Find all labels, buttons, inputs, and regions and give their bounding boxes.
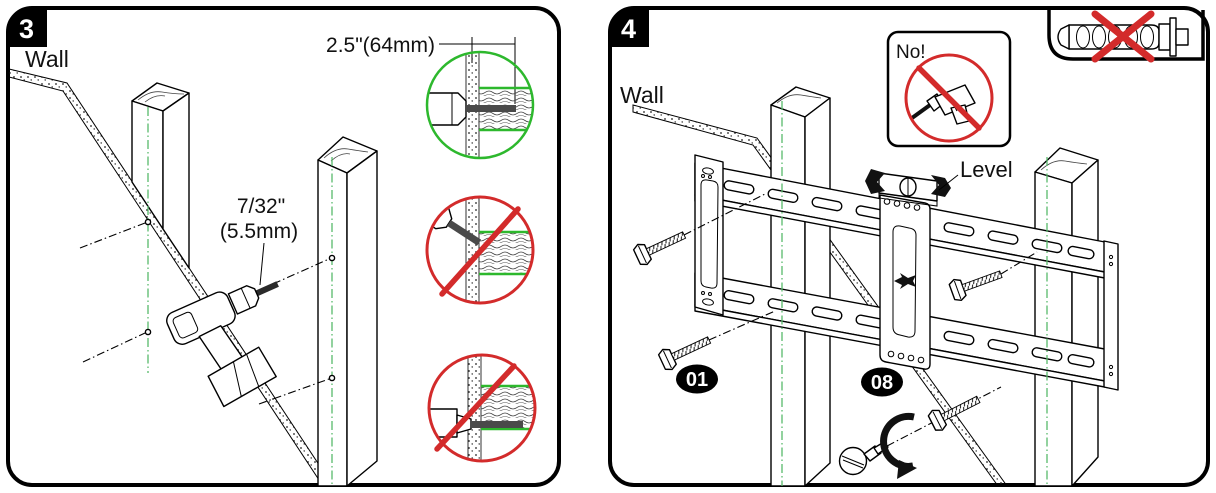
plate-right-end xyxy=(1103,240,1119,391)
wall-edge-band xyxy=(632,104,1008,487)
pilot-hole-markers xyxy=(79,218,336,405)
wall-label: Wall xyxy=(25,46,69,72)
rotation-arrow xyxy=(880,412,917,479)
lag-bolt-01 xyxy=(657,336,712,371)
panel-4-border xyxy=(608,6,1210,487)
depth-dimension-label: 2.5"(64mm) xyxy=(326,34,435,57)
no-anchor-box xyxy=(1047,10,1205,63)
wrong-angle-circle-outline xyxy=(425,195,535,305)
step-number-badge: 3 xyxy=(8,8,47,47)
bit-size-line2: (5.5mm) xyxy=(220,220,298,243)
right-stud xyxy=(317,136,378,487)
part-number-08: 08 xyxy=(871,372,893,394)
wrong-position-circle-outline xyxy=(427,353,537,463)
level-tool xyxy=(865,169,951,207)
no-label: No! xyxy=(896,42,926,63)
panel-3-border xyxy=(6,6,561,487)
wrong-angle-drilling-detail xyxy=(425,195,535,305)
lag-bolts xyxy=(632,192,1038,447)
lag-bolt-01 xyxy=(632,231,687,266)
part-number-01: 01 xyxy=(686,369,708,391)
part-badge-08: 08 xyxy=(861,367,903,397)
level-leader xyxy=(938,174,959,191)
no-power-tool-box: No! xyxy=(886,30,1012,148)
bit-size-line1: 7/32" xyxy=(237,195,285,218)
plate-left-end xyxy=(694,154,724,316)
prohibit-circle xyxy=(904,53,994,143)
center-bracket xyxy=(879,194,931,370)
red-x-mark xyxy=(1091,10,1155,63)
lag-bolt-01 xyxy=(948,270,1003,301)
level-label: Level xyxy=(960,157,1013,182)
part-badge-01: 01 xyxy=(676,364,718,394)
wrong-position-drilling-detail xyxy=(427,353,537,463)
prohibit-slash xyxy=(439,206,521,297)
drill-bit-size-label: 7/32" (5.5mm) xyxy=(220,195,298,286)
bracket-arrow-glyph xyxy=(894,273,916,289)
correct-drilling-detail xyxy=(425,50,535,160)
correct-circle-outline xyxy=(425,50,535,160)
prohibit-slash xyxy=(434,363,517,452)
wall-label: Wall xyxy=(620,82,664,108)
step-number: 4 xyxy=(621,14,636,44)
drill-illustration xyxy=(166,281,279,408)
plate-slots-bottom xyxy=(723,289,1095,368)
lag-bolt-01 xyxy=(927,395,981,431)
right-stud xyxy=(1034,147,1099,487)
step-3-panel: 3 Wall xyxy=(5,5,562,488)
wall-plate xyxy=(694,154,1119,391)
step-4-panel: 4 Wall xyxy=(607,5,1211,488)
left-stud xyxy=(131,82,190,269)
step-number-badge: 4 xyxy=(610,8,649,47)
left-stud xyxy=(770,86,831,487)
step-number: 3 xyxy=(19,14,34,44)
prohibit-slash xyxy=(916,65,982,131)
